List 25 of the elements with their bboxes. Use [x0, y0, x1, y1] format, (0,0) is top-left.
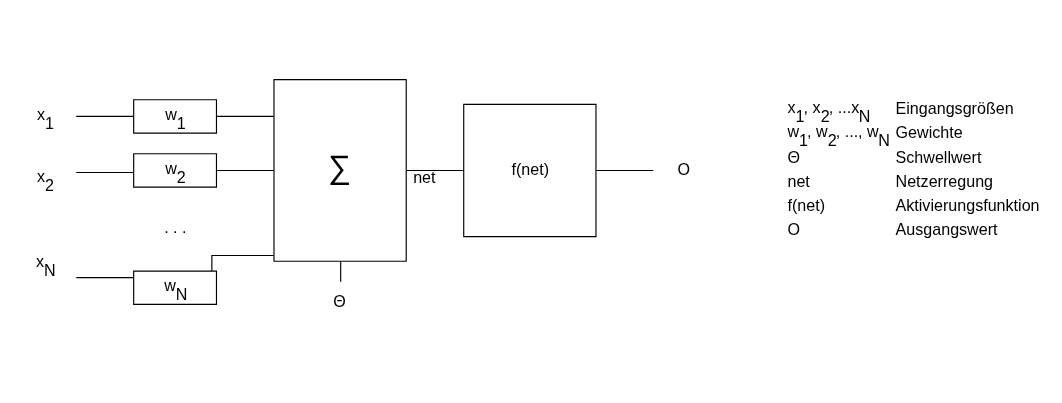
node-text: O — [677, 159, 691, 178]
connector — [211, 254, 275, 272]
label: Gewichte — [895, 123, 963, 142]
label: Θ — [787, 147, 800, 166]
label: f(net) — [787, 195, 826, 214]
connector — [216, 115, 275, 117]
node-box: ∑ — [273, 79, 407, 262]
connector — [595, 169, 654, 172]
connector — [75, 277, 134, 279]
label: O — [787, 220, 800, 239]
label: Ausgangswert — [895, 220, 998, 239]
connector — [75, 171, 134, 174]
node-box: f(net) — [463, 103, 597, 238]
connector — [340, 260, 342, 283]
label: Eingangsgrößen — [895, 99, 1014, 118]
node-text: Θ — [333, 291, 346, 310]
connector — [216, 169, 275, 172]
label: Netzerregung — [895, 171, 994, 190]
connector — [75, 115, 134, 117]
connector — [405, 169, 465, 172]
label: Aktivierungsfunktion — [895, 195, 1040, 214]
label: Schwellwert — [895, 147, 982, 166]
edge-label: net — [413, 168, 436, 187]
label: net — [787, 171, 810, 190]
label: . . . — [164, 218, 187, 237]
